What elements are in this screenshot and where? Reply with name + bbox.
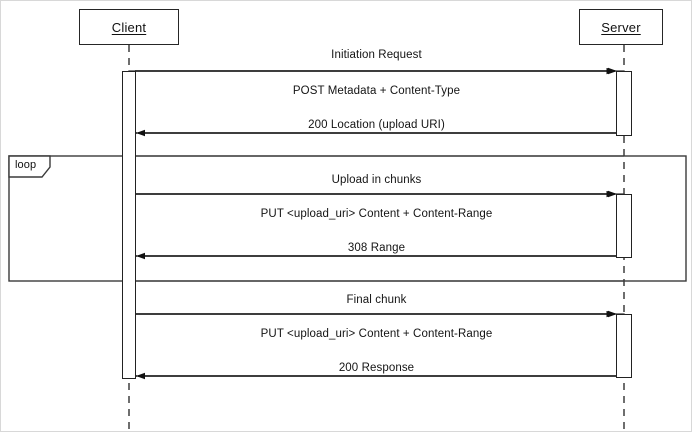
message-label-200-response: 200 Response (338, 362, 415, 374)
participant-label-client: Client (111, 19, 147, 35)
group-title-initiation: Initiation Request (331, 49, 422, 61)
group-title-chunks: Upload in chunks (331, 174, 422, 186)
message-label-200-location: 200 Location (upload URI) (308, 119, 445, 131)
fragment-label-loop: loop (15, 159, 37, 171)
message-label-308-range: 308 Range (347, 242, 406, 254)
message-label-post-metadata: POST Metadata + Content-Type (292, 85, 461, 97)
participant-label-server: Server (601, 19, 641, 35)
activation-bar-server-3 (616, 314, 632, 378)
fragment-tag-loop-shape (8, 155, 51, 178)
group-title-final: Final chunk (346, 294, 407, 306)
activation-bar-server-2 (616, 194, 632, 258)
activation-bar-server-1 (616, 71, 632, 136)
participant-box-client[interactable]: Client (79, 9, 179, 45)
participant-box-server[interactable]: Server (579, 9, 663, 45)
message-label-put-chunk: PUT <upload_uri> Content + Content-Range (260, 208, 493, 220)
activation-bar-client (122, 71, 136, 379)
message-label-put-final: PUT <upload_uri> Content + Content-Range (260, 328, 493, 340)
